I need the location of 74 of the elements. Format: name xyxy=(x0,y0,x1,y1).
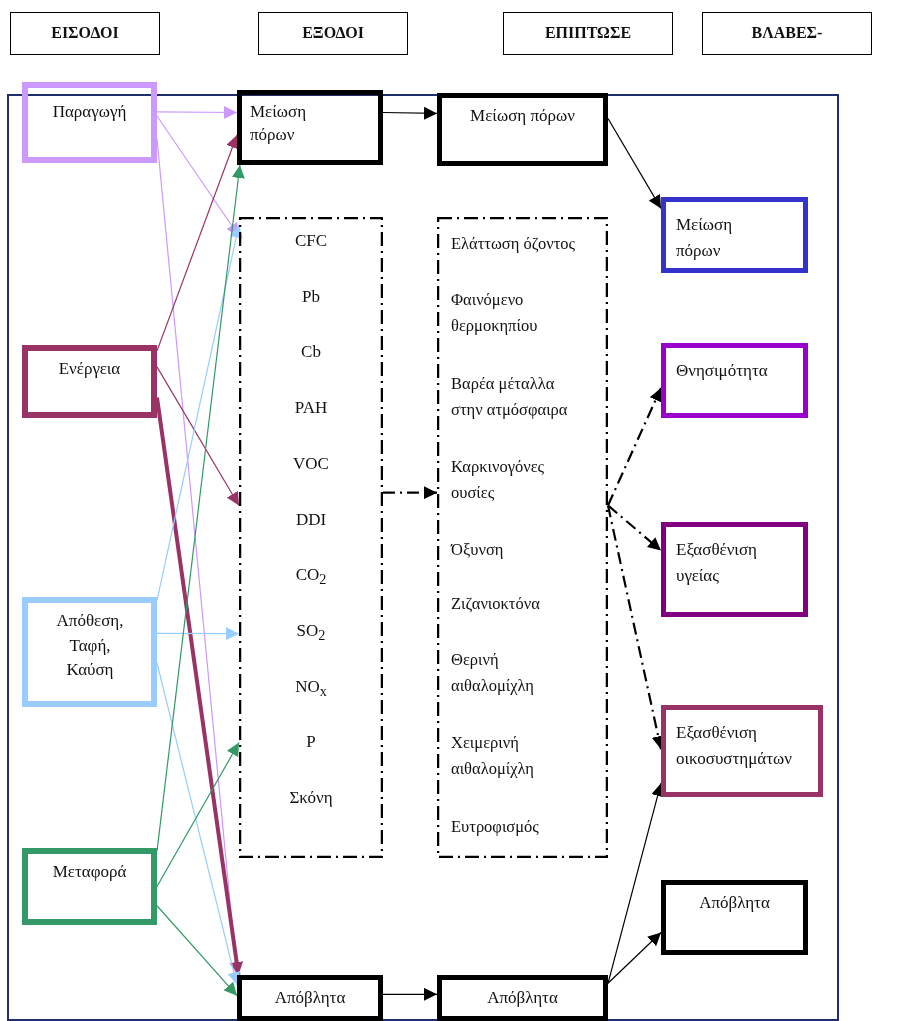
box-label: Παραγωγή xyxy=(51,101,128,123)
process-box xyxy=(437,93,608,166)
header-box xyxy=(10,12,160,55)
process-box xyxy=(22,345,157,418)
pollutant-label: SO$_{2}$ xyxy=(295,619,327,646)
box-label: Εξασθένιση οικοσυστημάτων xyxy=(676,722,793,770)
column-heading: ΕΙΣΟΔΟΙ xyxy=(50,23,120,43)
box-label: Μείωση πόρων xyxy=(469,105,576,127)
arrow xyxy=(156,224,243,601)
arrow xyxy=(382,987,438,1001)
process-box xyxy=(22,82,157,163)
arrow xyxy=(156,627,240,641)
process-box xyxy=(237,975,383,1021)
process-box xyxy=(661,343,808,418)
effect-label: Φαινόμενο θερμοκηπίου xyxy=(451,289,539,338)
effect-label: Ζιζανιοκτόνα xyxy=(451,593,541,615)
box-label: Απόβλητα xyxy=(698,892,771,914)
effect-label: Θερινή αιθαλομίχλη xyxy=(451,649,535,698)
dash-dot-arrow xyxy=(383,486,437,500)
dash-dot-arrow xyxy=(607,387,662,506)
process-box xyxy=(437,975,608,1021)
effect-label: Καρκινογόνες ουσίες xyxy=(451,456,546,505)
box-label: Ενέργεια xyxy=(57,358,122,380)
pollutant-label: NO$_{x}$ xyxy=(294,675,328,701)
pollutant-label: Cb xyxy=(300,341,322,364)
box-label: Μεταφορά xyxy=(51,861,128,883)
box-label: Θνησιμότητα xyxy=(676,360,769,382)
effect-label: Χειμερινή αιθαλομίχλη xyxy=(451,732,535,781)
dash-dot-group-box xyxy=(437,217,608,858)
header-box xyxy=(702,12,872,55)
arrow xyxy=(156,164,245,852)
arrow xyxy=(382,106,438,120)
pollutant-label: CFC xyxy=(293,230,329,252)
process-box xyxy=(237,90,383,165)
column-heading: ΕΠΙΠΤΩΣΕ xyxy=(543,23,633,43)
box-label: Απόβλητα xyxy=(486,987,559,1009)
dash-dot-group-box xyxy=(239,217,383,858)
column-heading: ΒΛΑΒΕΣ- xyxy=(750,23,824,43)
header-box xyxy=(503,12,673,55)
header-box xyxy=(258,12,408,55)
box-label: Μείωση πόρων xyxy=(250,101,308,146)
process-box xyxy=(661,705,823,797)
pollutant-label: DDI xyxy=(294,508,328,531)
process-box xyxy=(661,522,808,617)
arrow xyxy=(607,782,664,984)
effect-label: Ευτροφισμός xyxy=(451,816,540,838)
effect-label: Ελάττωση όζοντος xyxy=(451,233,577,255)
box-label: Απόβλητα xyxy=(273,987,347,1009)
process-box xyxy=(22,597,157,707)
pollutant-label: P xyxy=(305,731,317,754)
arrow xyxy=(156,742,240,888)
box-label: Μείωση πόρων xyxy=(676,214,734,262)
process-box xyxy=(661,197,808,273)
arrow xyxy=(156,134,239,352)
process-box xyxy=(22,848,157,925)
process-box xyxy=(661,880,808,955)
arrow xyxy=(607,117,662,209)
column-heading: ΕΞΟΔΟΙ xyxy=(301,23,365,43)
arrow xyxy=(156,905,238,997)
box-label: Εξασθένιση υγείας xyxy=(676,539,758,587)
box-label: Απόθεση, Ταφή, Καύση xyxy=(55,610,125,682)
effect-label: Βαρέα μέταλλα στην ατμόσφαιρα xyxy=(451,373,569,422)
pollutant-label: VOC xyxy=(292,452,330,475)
pollutant-label: Σκόνη xyxy=(288,787,334,809)
arrow xyxy=(607,931,662,984)
arrow xyxy=(155,397,244,976)
arrow xyxy=(156,366,240,507)
dash-dot-arrow xyxy=(607,504,662,552)
pollutant-label: CO$_{2}$ xyxy=(294,564,328,590)
pollutant-label: Pb xyxy=(301,285,321,308)
effect-label: Όξυνση xyxy=(451,539,505,561)
pollutant-label: PAH xyxy=(293,397,329,420)
arrow xyxy=(156,105,238,119)
arrow xyxy=(156,662,241,986)
